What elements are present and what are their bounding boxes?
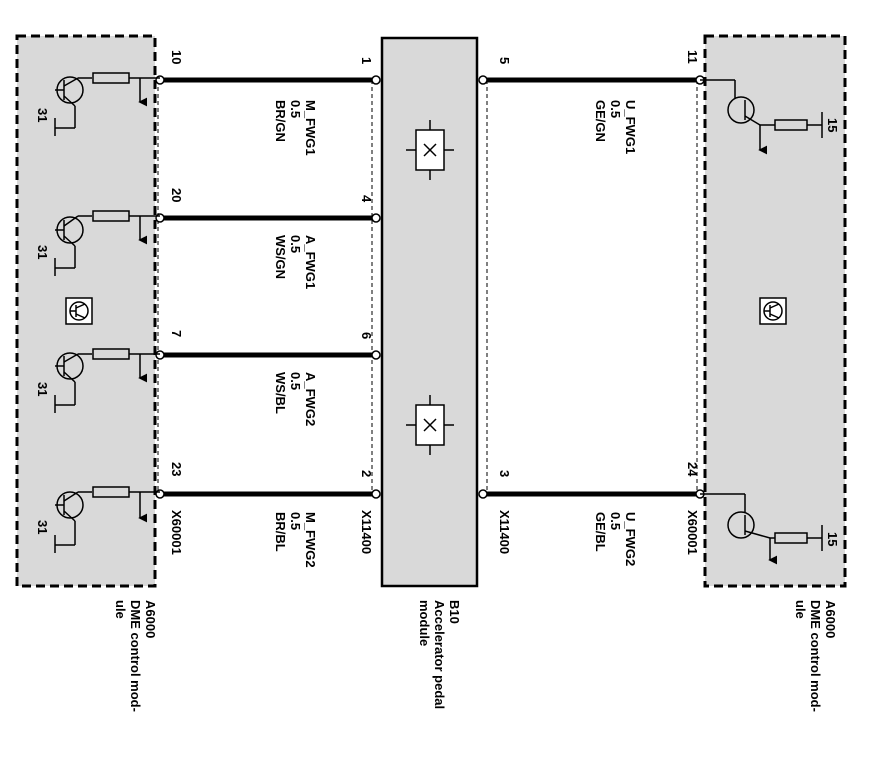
wire-signal: U_FWG1	[623, 100, 638, 154]
wire-size: 0.5	[288, 372, 303, 390]
wire-color: WS/GN	[273, 235, 288, 279]
wire-label-u-fwg1: U_FWG1 0.5 GE/GN	[593, 100, 638, 154]
connection-points	[155, 75, 705, 499]
module-id: A6000	[823, 600, 838, 638]
module-name-line1: DME control mod-	[128, 600, 143, 712]
left-wires	[160, 77, 372, 497]
wire-label-a-fwg2: A_FWG2 0.5 WS/BL	[273, 372, 318, 426]
ground-label: 31	[35, 108, 50, 122]
pedal-pin-label: 1	[359, 57, 374, 64]
dme-pin-label: 10	[169, 50, 184, 64]
pedal-pin-label: 5	[497, 57, 512, 64]
module-name-line2: module	[417, 600, 432, 646]
wire-color: GE/GN	[593, 100, 608, 142]
hall-sensor-icon	[406, 395, 454, 455]
wire-size: 0.5	[288, 512, 303, 530]
dme-pin-label: 23	[169, 462, 184, 476]
wire-signal: M_FWG2	[303, 512, 318, 568]
connector-label: X11400	[359, 510, 374, 554]
wire-label-u-fwg2: U_FWG2 0.5 GE/BL	[593, 512, 638, 566]
wire-size: 0.5	[288, 235, 303, 253]
left-transistor-circuits	[54, 72, 160, 553]
pedal-pin-label: 3	[497, 470, 512, 477]
hall-sensor-icon	[406, 120, 454, 180]
wire-label-m-fwg2: M_FWG2 0.5 BR/BL	[273, 512, 318, 568]
wire-color: GE/BL	[593, 512, 608, 552]
wire-signal: A_FWG2	[303, 372, 318, 426]
dme-pin-label: 20	[169, 188, 184, 202]
connector-label: X60001	[685, 510, 700, 555]
module-name-line2: ule	[793, 600, 808, 619]
wire-size: 0.5	[608, 512, 623, 530]
dme-pin-label: 11	[685, 50, 700, 64]
right-transistor-circuits	[700, 79, 823, 565]
transistor-icon	[65, 297, 93, 325]
connector-label: X60001	[169, 510, 184, 555]
wire-color: BR/BL	[273, 512, 288, 552]
supply-label: 15	[825, 532, 840, 546]
wire-signal: A_FWG1	[303, 235, 318, 289]
dme-pin-label: 7	[169, 330, 184, 337]
dashed-connector-lines	[157, 80, 698, 495]
left-module-caption: A6000 DME control mod- ule	[113, 600, 158, 712]
ground-label: 31	[35, 520, 50, 534]
wire-label-a-fwg1: A_FWG1 0.5 WS/GN	[273, 235, 318, 289]
module-name-line1: Accelerator pedal	[432, 600, 447, 709]
wire-color: BR/GN	[273, 100, 288, 142]
wire-size: 0.5	[288, 100, 303, 118]
wire-label-m-fwg1: M_FWG1 0.5 BR/GN	[273, 100, 318, 156]
connector-label: X11400	[497, 510, 512, 554]
transistor-icon	[759, 297, 787, 325]
ground-label: 31	[35, 382, 50, 396]
module-id: A6000	[143, 600, 158, 638]
wire-signal: M_FWG1	[303, 100, 318, 156]
module-name-line1: DME control mod-	[808, 600, 823, 712]
pedal-module-caption: B10 Accelerator pedal module	[417, 600, 462, 709]
dme-pin-label: 24	[685, 462, 700, 477]
pedal-pin-label: 4	[359, 195, 374, 203]
pedal-pin-label: 6	[359, 332, 374, 339]
right-wires	[487, 77, 697, 497]
wire-signal: U_FWG2	[623, 512, 638, 566]
right-module-caption: A6000 DME control mod- ule	[793, 600, 838, 712]
module-id: B10	[447, 600, 462, 624]
supply-label: 15	[825, 118, 840, 132]
ground-label: 31	[35, 245, 50, 259]
module-name-line2: ule	[113, 600, 128, 619]
pedal-pin-label: 2	[359, 470, 374, 477]
wire-color: WS/BL	[273, 372, 288, 414]
wire-size: 0.5	[608, 100, 623, 118]
